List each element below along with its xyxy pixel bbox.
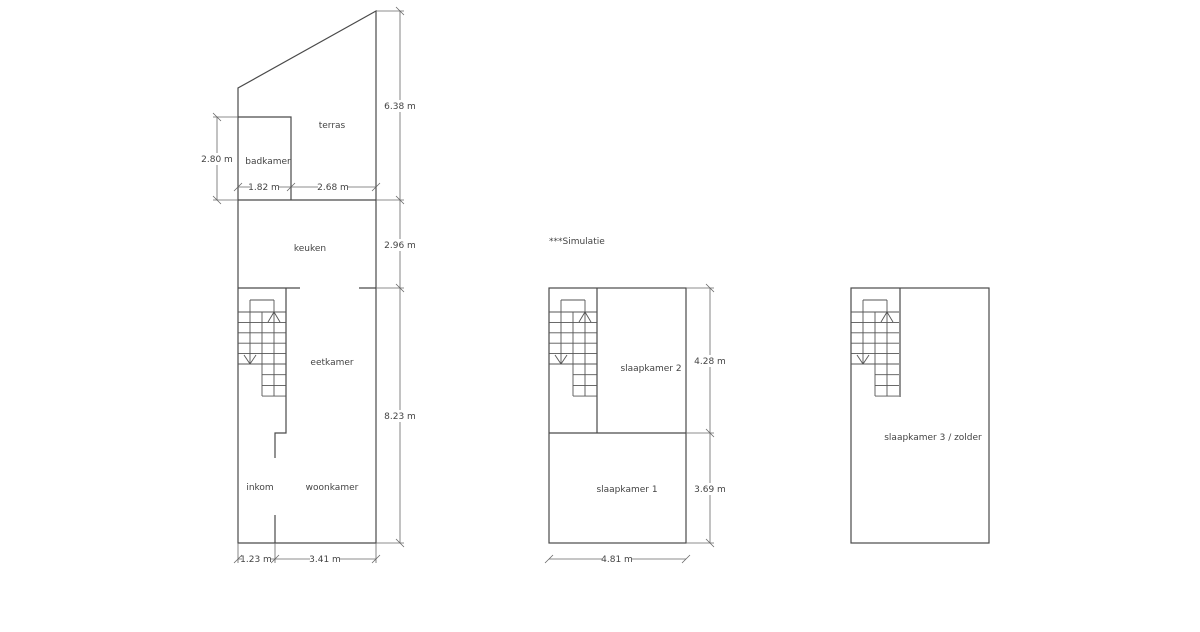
staircase: [851, 299, 899, 397]
arrow-down-icon: [243, 354, 251, 365]
arrow-up-icon: [267, 311, 275, 323]
first-floor-plan: 4.28 m 3.69 m 4.81 m slaapkamer 2 slaapk…: [544, 283, 726, 565]
simulation-note: ***Simulatie: [549, 237, 605, 247]
room-badkamer: badkamer: [245, 157, 291, 167]
dim-badkamer-width: 1.82 m: [248, 183, 280, 193]
dim-living-depth: 8.23 m: [384, 412, 416, 422]
room-slaapkamer-1: slaapkamer 1: [596, 485, 657, 495]
outer-walls: [237, 9, 377, 544]
room-woonkamer: woonkamer: [306, 483, 359, 493]
arrow-up-icon: [273, 311, 281, 323]
dim-badkamer-depth: 2.80 m: [201, 155, 233, 165]
dim-slaapkamer1-depth: 3.69 m: [694, 485, 726, 495]
staircase: [238, 299, 286, 397]
staircase: [549, 299, 597, 397]
arrow-down-icon: [862, 354, 870, 365]
arrow-up-icon: [578, 311, 586, 323]
arrow-down-icon: [554, 354, 562, 365]
arrow-up-icon: [880, 311, 888, 323]
dim-terras-width: 2.68 m: [317, 183, 349, 193]
dim-inkom-width: 1.23 m: [240, 555, 272, 565]
badkamer-wall: [238, 116, 292, 200]
dim-terras-depth: 6.38 m: [384, 102, 416, 112]
dim-keuken-depth: 2.96 m: [384, 241, 416, 251]
arrow-down-icon: [249, 354, 257, 365]
room-slaapkamer-3-zolder: slaapkamer 3 / zolder: [884, 433, 982, 443]
room-slaapkamer-2: slaapkamer 2: [620, 364, 681, 374]
arrow-up-icon: [584, 311, 592, 323]
second-floor-plan: slaapkamer 3 / zolder: [850, 287, 990, 544]
stair-wall: [274, 288, 287, 458]
room-terras: terras: [319, 121, 346, 131]
room-keuken: keuken: [294, 244, 326, 254]
dimension-right: [686, 283, 715, 548]
arrow-down-icon: [560, 354, 568, 365]
dim-woonkamer-width: 3.41 m: [309, 555, 341, 565]
ground-floor-plan: 6.38 m 2.96 m 8.23 m 2.80 m 1.82 m 2.68 …: [201, 6, 416, 565]
dim-width: 4.81 m: [601, 555, 633, 565]
room-inkom: inkom: [246, 483, 273, 493]
outer-walls: [548, 287, 687, 544]
arrow-up-icon: [886, 311, 894, 323]
room-eetkamer: eetkamer: [310, 358, 353, 368]
dimension-right: [376, 6, 405, 548]
outer-walls: [850, 287, 990, 544]
arrow-down-icon: [856, 354, 864, 365]
dim-slaapkamer2-depth: 4.28 m: [694, 357, 726, 367]
